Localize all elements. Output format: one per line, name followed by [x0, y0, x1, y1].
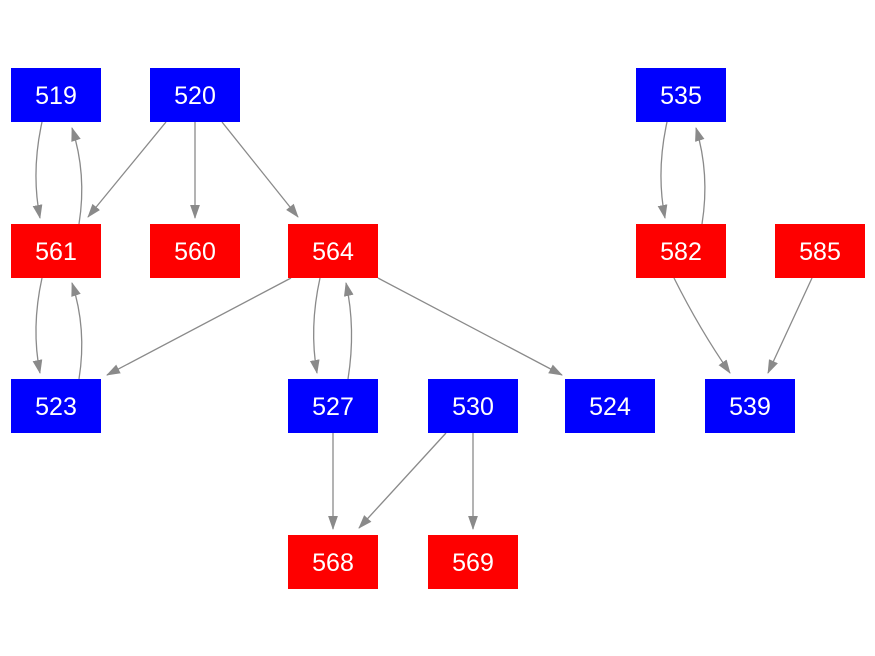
node-label-523: 523	[35, 393, 77, 421]
node-label-560: 560	[174, 238, 216, 266]
graph-node-569: 569	[428, 535, 518, 589]
edge-519-to-561	[32, 121, 43, 219]
edge-564-to-523	[106, 277, 292, 376]
node-label-527: 527	[312, 393, 354, 421]
edge-564-to-524	[377, 277, 563, 376]
node-label-585: 585	[799, 238, 841, 266]
graph-node-527: 527	[288, 379, 378, 433]
node-box-527	[288, 379, 378, 433]
graph-node-519: 519	[11, 68, 101, 122]
node-label-524: 524	[589, 393, 631, 421]
node-box-569	[428, 535, 518, 589]
edge-564-to-527	[309, 277, 321, 374]
node-box-523	[11, 379, 101, 433]
node-label-519: 519	[35, 82, 77, 110]
graph-node-560: 560	[150, 224, 240, 278]
node-box-524	[565, 379, 655, 433]
graph-node-535: 535	[636, 68, 726, 122]
edge-535-to-582	[657, 121, 668, 219]
graph-node-523: 523	[11, 379, 101, 433]
edge-582-to-539	[673, 277, 731, 374]
node-box-585	[775, 224, 865, 278]
node-label-582: 582	[660, 238, 702, 266]
node-box-520	[150, 68, 240, 122]
edges-layer	[32, 121, 813, 530]
edge-561-to-523	[32, 277, 43, 374]
node-box-561	[11, 224, 101, 278]
node-label-520: 520	[174, 82, 216, 110]
node-box-568	[288, 535, 378, 589]
node-box-519	[11, 68, 101, 122]
graph-node-561: 561	[11, 224, 101, 278]
node-box-560	[150, 224, 240, 278]
node-box-564	[288, 224, 378, 278]
node-label-568: 568	[312, 549, 354, 577]
graph-node-530: 530	[428, 379, 518, 433]
edge-523-to-561	[71, 282, 83, 380]
edge-561-to-519	[71, 127, 83, 225]
graph-node-524: 524	[565, 379, 655, 433]
edge-520-to-564	[221, 121, 299, 218]
graph-node-520: 520	[150, 68, 240, 122]
node-label-569: 569	[452, 549, 494, 577]
node-label-539: 539	[729, 393, 771, 421]
edge-582-to-535	[695, 127, 706, 225]
graph-node-582: 582	[636, 224, 726, 278]
graph-node-564: 564	[288, 224, 378, 278]
node-label-530: 530	[452, 393, 494, 421]
node-label-564: 564	[312, 238, 354, 266]
graph-node-568: 568	[288, 535, 378, 589]
graph-node-585: 585	[775, 224, 865, 278]
edge-527-to-564	[343, 282, 354, 380]
edge-530-to-568	[358, 432, 447, 529]
edge-520-to-561	[87, 121, 167, 218]
graph-node-539: 539	[705, 379, 795, 433]
node-box-582	[636, 224, 726, 278]
node-label-535: 535	[660, 82, 702, 110]
node-box-539	[705, 379, 795, 433]
nodes-layer: 519 520 535 561 560 564 582 585 523 527 530 524 539 5…	[11, 68, 865, 589]
node-box-530	[428, 379, 518, 433]
node-box-535	[636, 68, 726, 122]
node-label-561: 561	[35, 238, 77, 266]
edge-585-to-539	[767, 277, 813, 374]
